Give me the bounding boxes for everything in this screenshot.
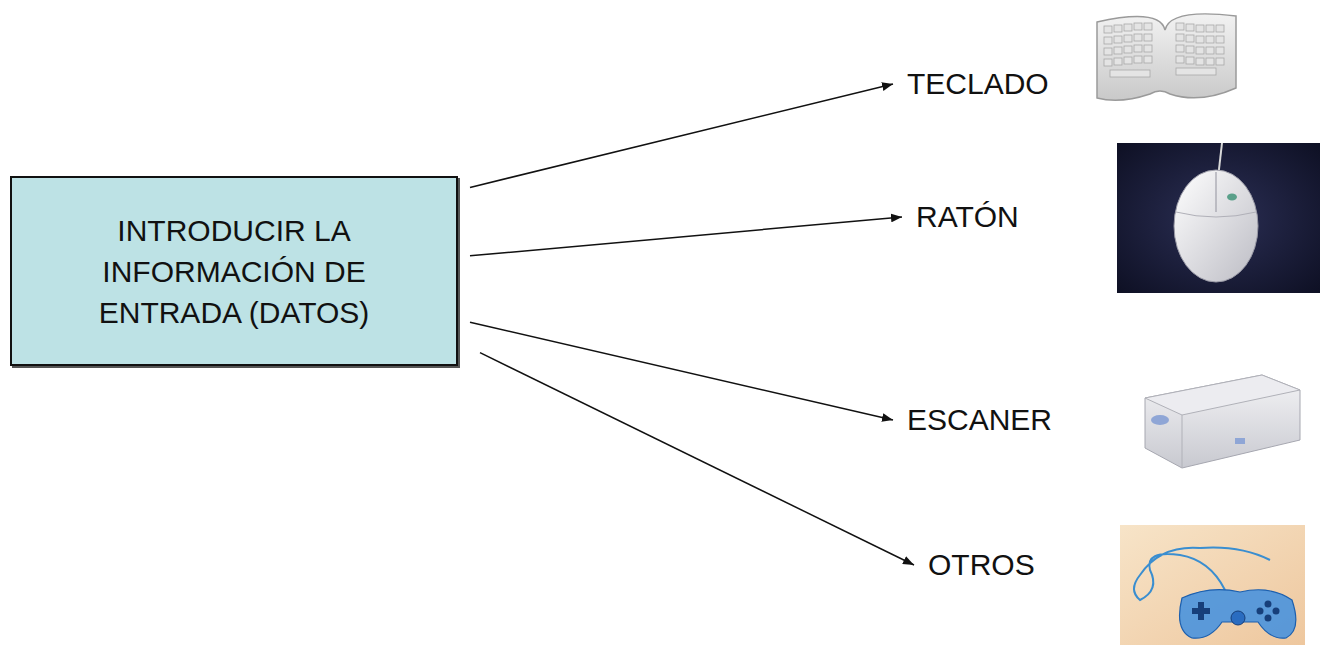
process-box: INTRODUCIR LA INFORMACIÓN DE ENTRADA (DA…: [10, 176, 458, 366]
device-label: TECLADO: [903, 64, 1053, 104]
arrow-connector: [480, 353, 914, 565]
scanner-picture: [1145, 375, 1300, 468]
mouse-picture: [1117, 143, 1320, 293]
arrow-connector: [470, 84, 893, 187]
device-name: OTROS: [928, 547, 1035, 583]
arrow-connector: [470, 322, 893, 420]
arrow-connector: [470, 217, 902, 256]
device-name: RATÓN: [916, 199, 1019, 235]
device-label: OTROS: [924, 545, 1039, 585]
device-name: ESCANER: [907, 402, 1052, 438]
gamepad-picture: [1120, 525, 1305, 645]
keyboard-picture: [1097, 14, 1236, 100]
device-label: ESCANER: [903, 400, 1056, 440]
device-name: TECLADO: [907, 66, 1049, 102]
device-label: RATÓN: [912, 197, 1023, 237]
box-text: INTRODUCIR LA INFORMACIÓN DE ENTRADA (DA…: [84, 210, 384, 333]
